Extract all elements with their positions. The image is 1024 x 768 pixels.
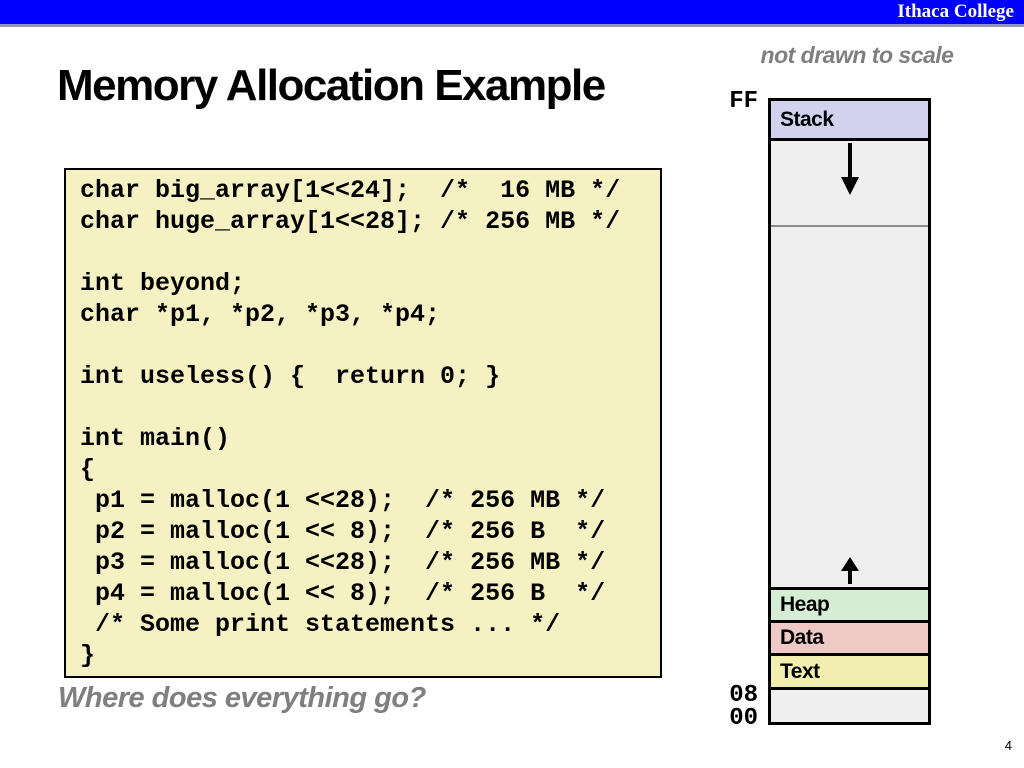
memory-diagram: Stack Heap Data Text [768,98,931,725]
address-label-00: 00 [729,705,758,732]
memory-section-heap: Heap [771,590,928,623]
data-label: Data [780,626,824,649]
code-line: char huge_array[1<<28]; /* 256 MB */ [80,207,621,236]
banner-underline [0,24,1024,27]
stack-growth-arrow-icon [840,143,859,195]
memory-section-stack: Stack [771,101,928,141]
code-line: p1 = malloc(1 <<28); /* 256 MB */ [80,486,606,515]
page-number: 4 [1004,738,1012,753]
code-line: } [80,641,96,670]
banner: Ithaca College [0,0,1024,24]
text-label: Text [780,659,820,683]
code-line: int useless() { return 0; } [80,362,501,391]
address-label-ff: FF [729,88,758,115]
code-line: char big_array[1<<24]; /* 16 MB */ [80,176,621,205]
code-line: p3 = malloc(1 <<28); /* 256 MB */ [80,548,606,577]
slide-title: Memory Allocation Example [57,61,606,110]
memory-section-data: Data [771,623,928,656]
code-line [80,330,660,361]
scale-note: not drawn to scale [760,42,954,68]
heap-label: Heap [780,593,830,616]
code-line [80,237,660,268]
code-line: { [80,455,96,484]
heap-growth-arrow-icon [840,557,859,584]
code-line: p2 = malloc(1 << 8); /* 256 B */ [80,517,606,546]
code-line: p4 = malloc(1 << 8); /* 256 B */ [80,579,606,608]
code-line [80,392,660,423]
stack-growth-region [771,141,928,227]
code-block: char big_array[1<<24]; /* 16 MB */ char … [64,168,662,678]
unallocated-region [771,227,928,590]
memory-section-text: Text [771,656,928,690]
banner-institution-text: Ithaca College [897,1,1014,22]
reserved-region [771,690,928,722]
code-line: /* Some print statements ... */ [80,610,561,639]
question-text: Where does everything go? [58,682,426,714]
code-line: int main() [80,424,231,453]
code-line: char *p1, *p2, *p3, *p4; [80,300,441,329]
code-line: int beyond; [80,269,246,298]
stack-label: Stack [780,107,834,131]
address-label-08: 08 [729,682,758,709]
